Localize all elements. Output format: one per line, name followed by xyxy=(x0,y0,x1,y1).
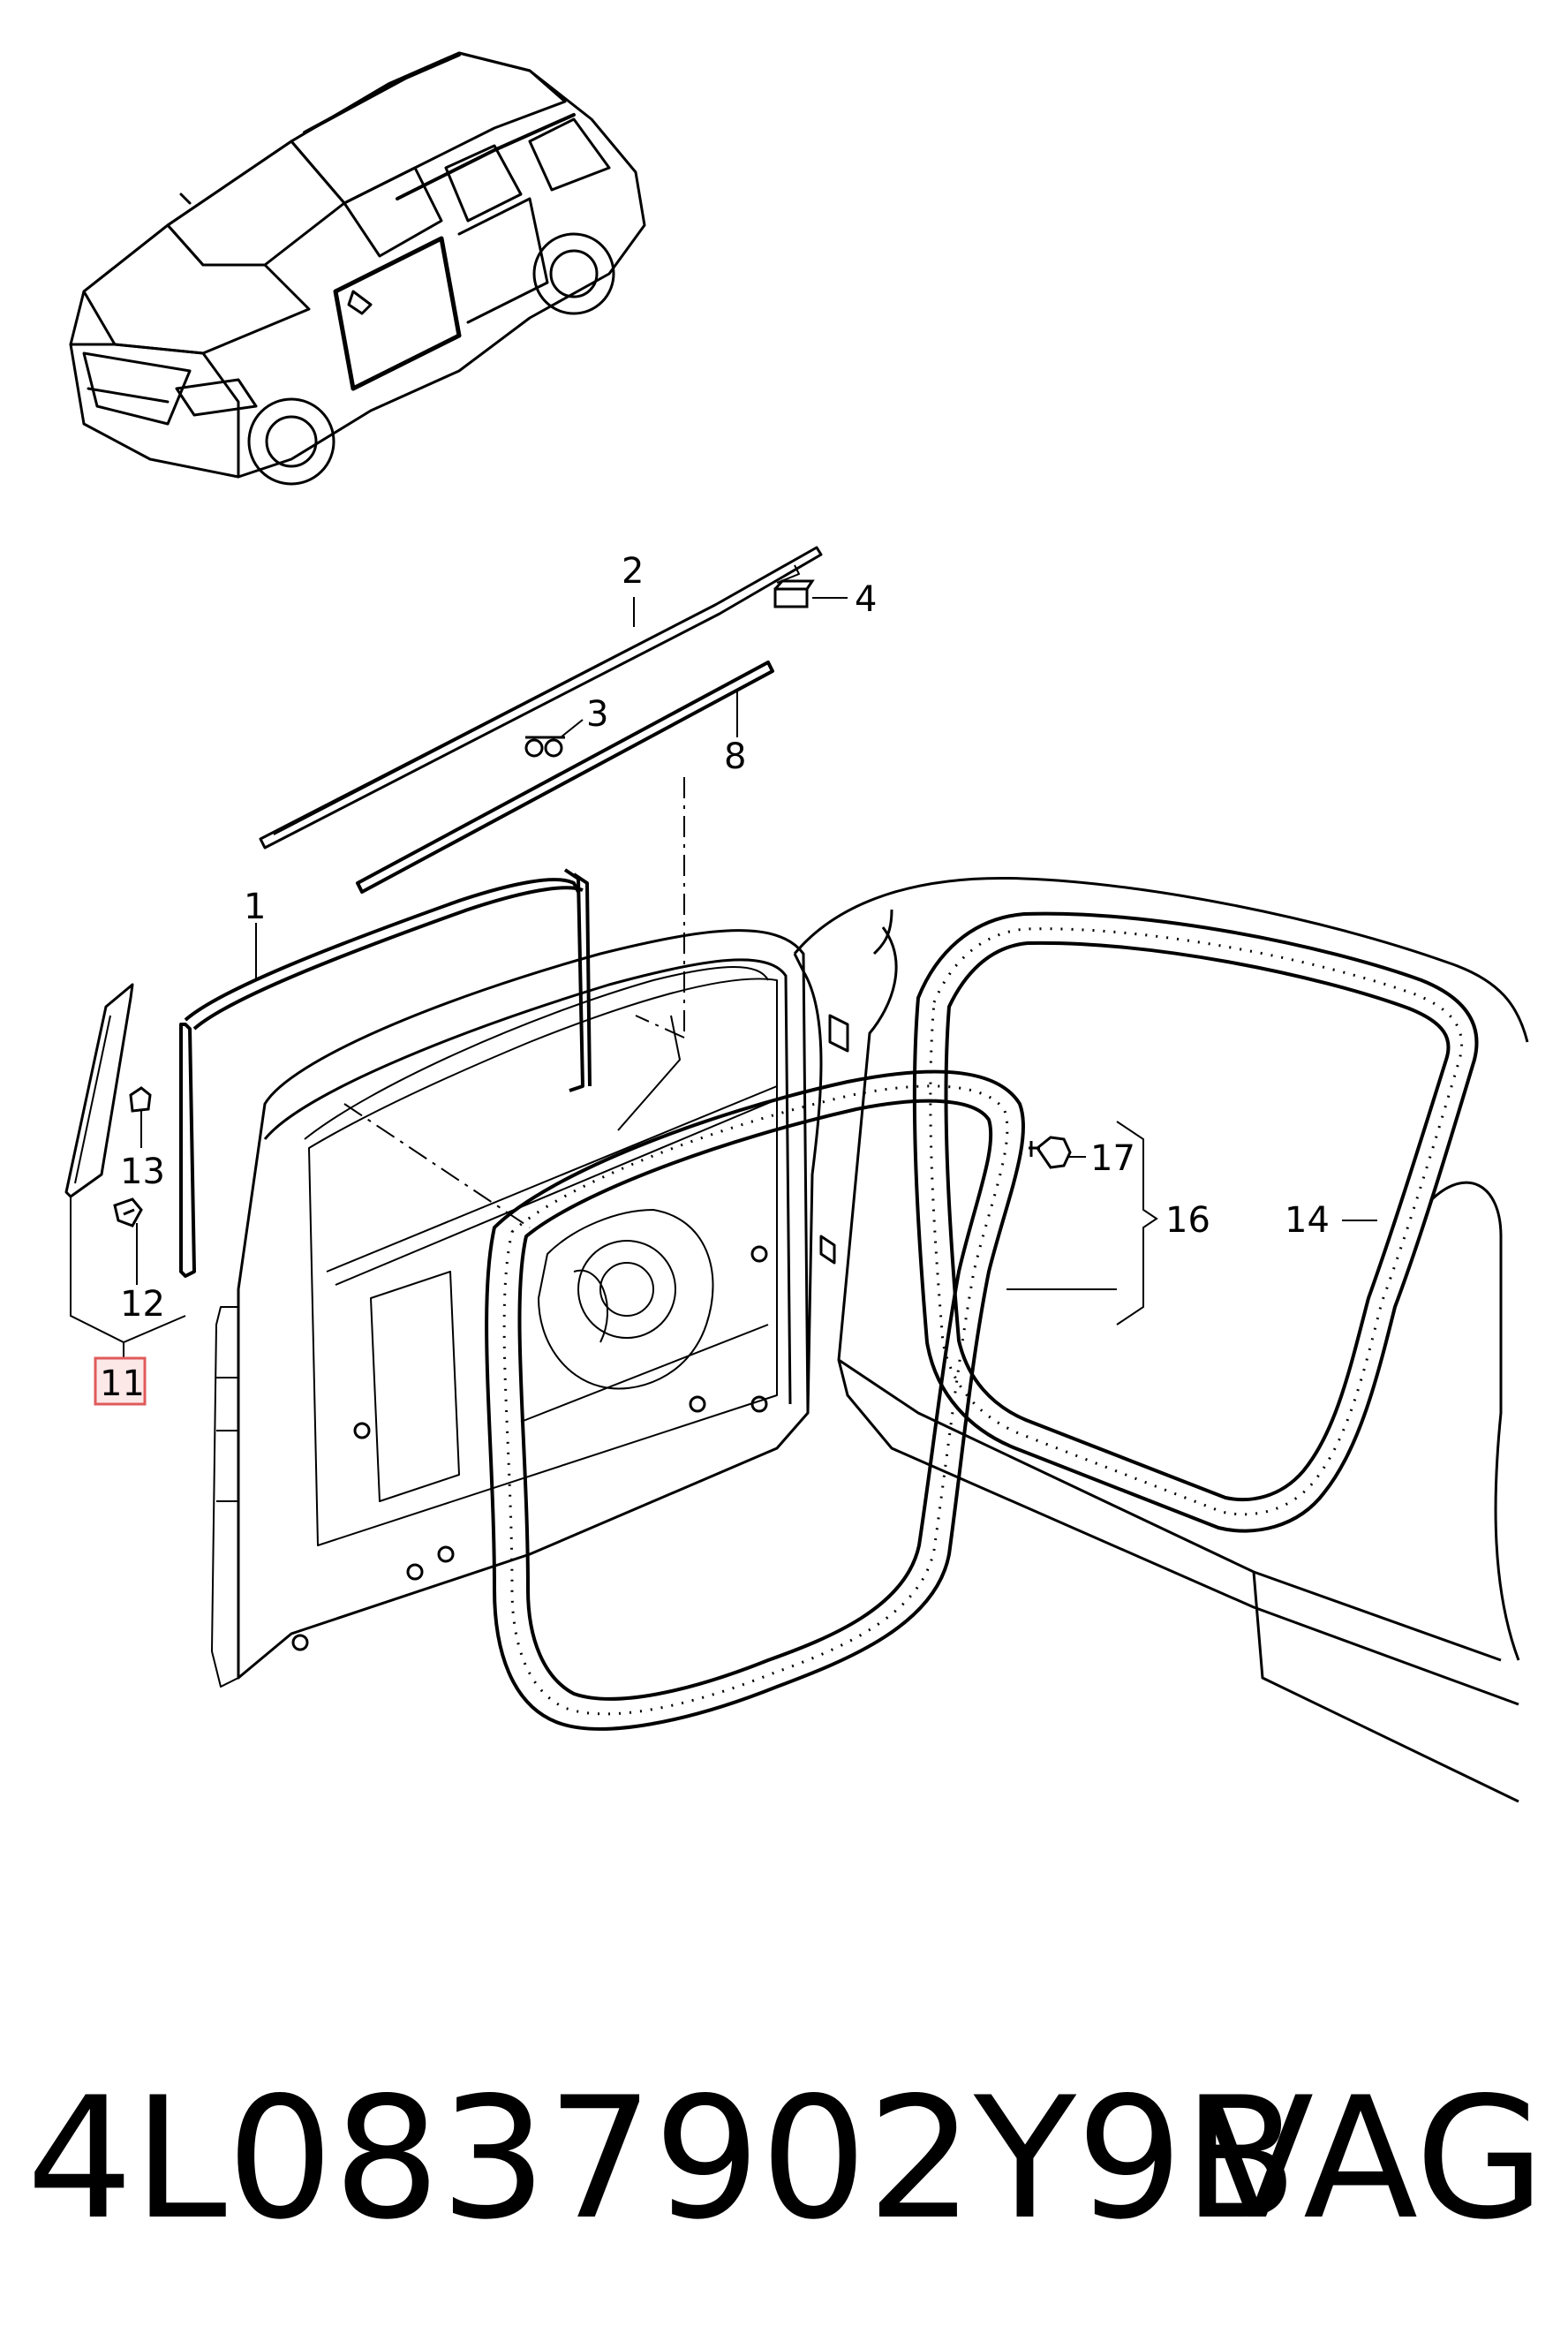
clip-part-13 xyxy=(129,1086,152,1113)
callout-13: 13 xyxy=(120,1152,165,1192)
callout-11-highlight: 11 xyxy=(94,1356,147,1406)
door-shell xyxy=(211,929,810,1688)
brand-label: VAG xyxy=(1199,2061,1545,2256)
callout-14: 14 xyxy=(1285,1200,1330,1241)
leader-lines xyxy=(70,597,1377,1360)
body-opening-seal xyxy=(912,911,1479,1533)
window-frame-trim xyxy=(179,868,592,1278)
callout-17: 17 xyxy=(1090,1138,1135,1179)
window-trim-strips xyxy=(259,546,823,894)
callout-16: 16 xyxy=(1165,1200,1210,1241)
clip-part-12 xyxy=(113,1197,143,1227)
callout-2: 2 xyxy=(622,551,644,592)
callout-3: 3 xyxy=(586,694,608,735)
clip-part-3 xyxy=(524,736,565,758)
vehicle-overview xyxy=(69,51,646,486)
callout-12: 12 xyxy=(120,1284,165,1325)
callout-11: 11 xyxy=(100,1363,145,1404)
part-number: 4L0837902Y9B xyxy=(26,2061,1299,2256)
body-side xyxy=(793,876,1529,1803)
callout-1: 1 xyxy=(244,887,266,927)
clip-part-4 xyxy=(773,579,815,608)
clip-part-17 xyxy=(1029,1136,1072,1169)
callout-4: 4 xyxy=(855,579,877,620)
callout-8: 8 xyxy=(724,736,746,777)
footer-caption: 4L0837902Y9B VAG xyxy=(26,2058,1545,2261)
door-seal xyxy=(485,1069,1026,1731)
